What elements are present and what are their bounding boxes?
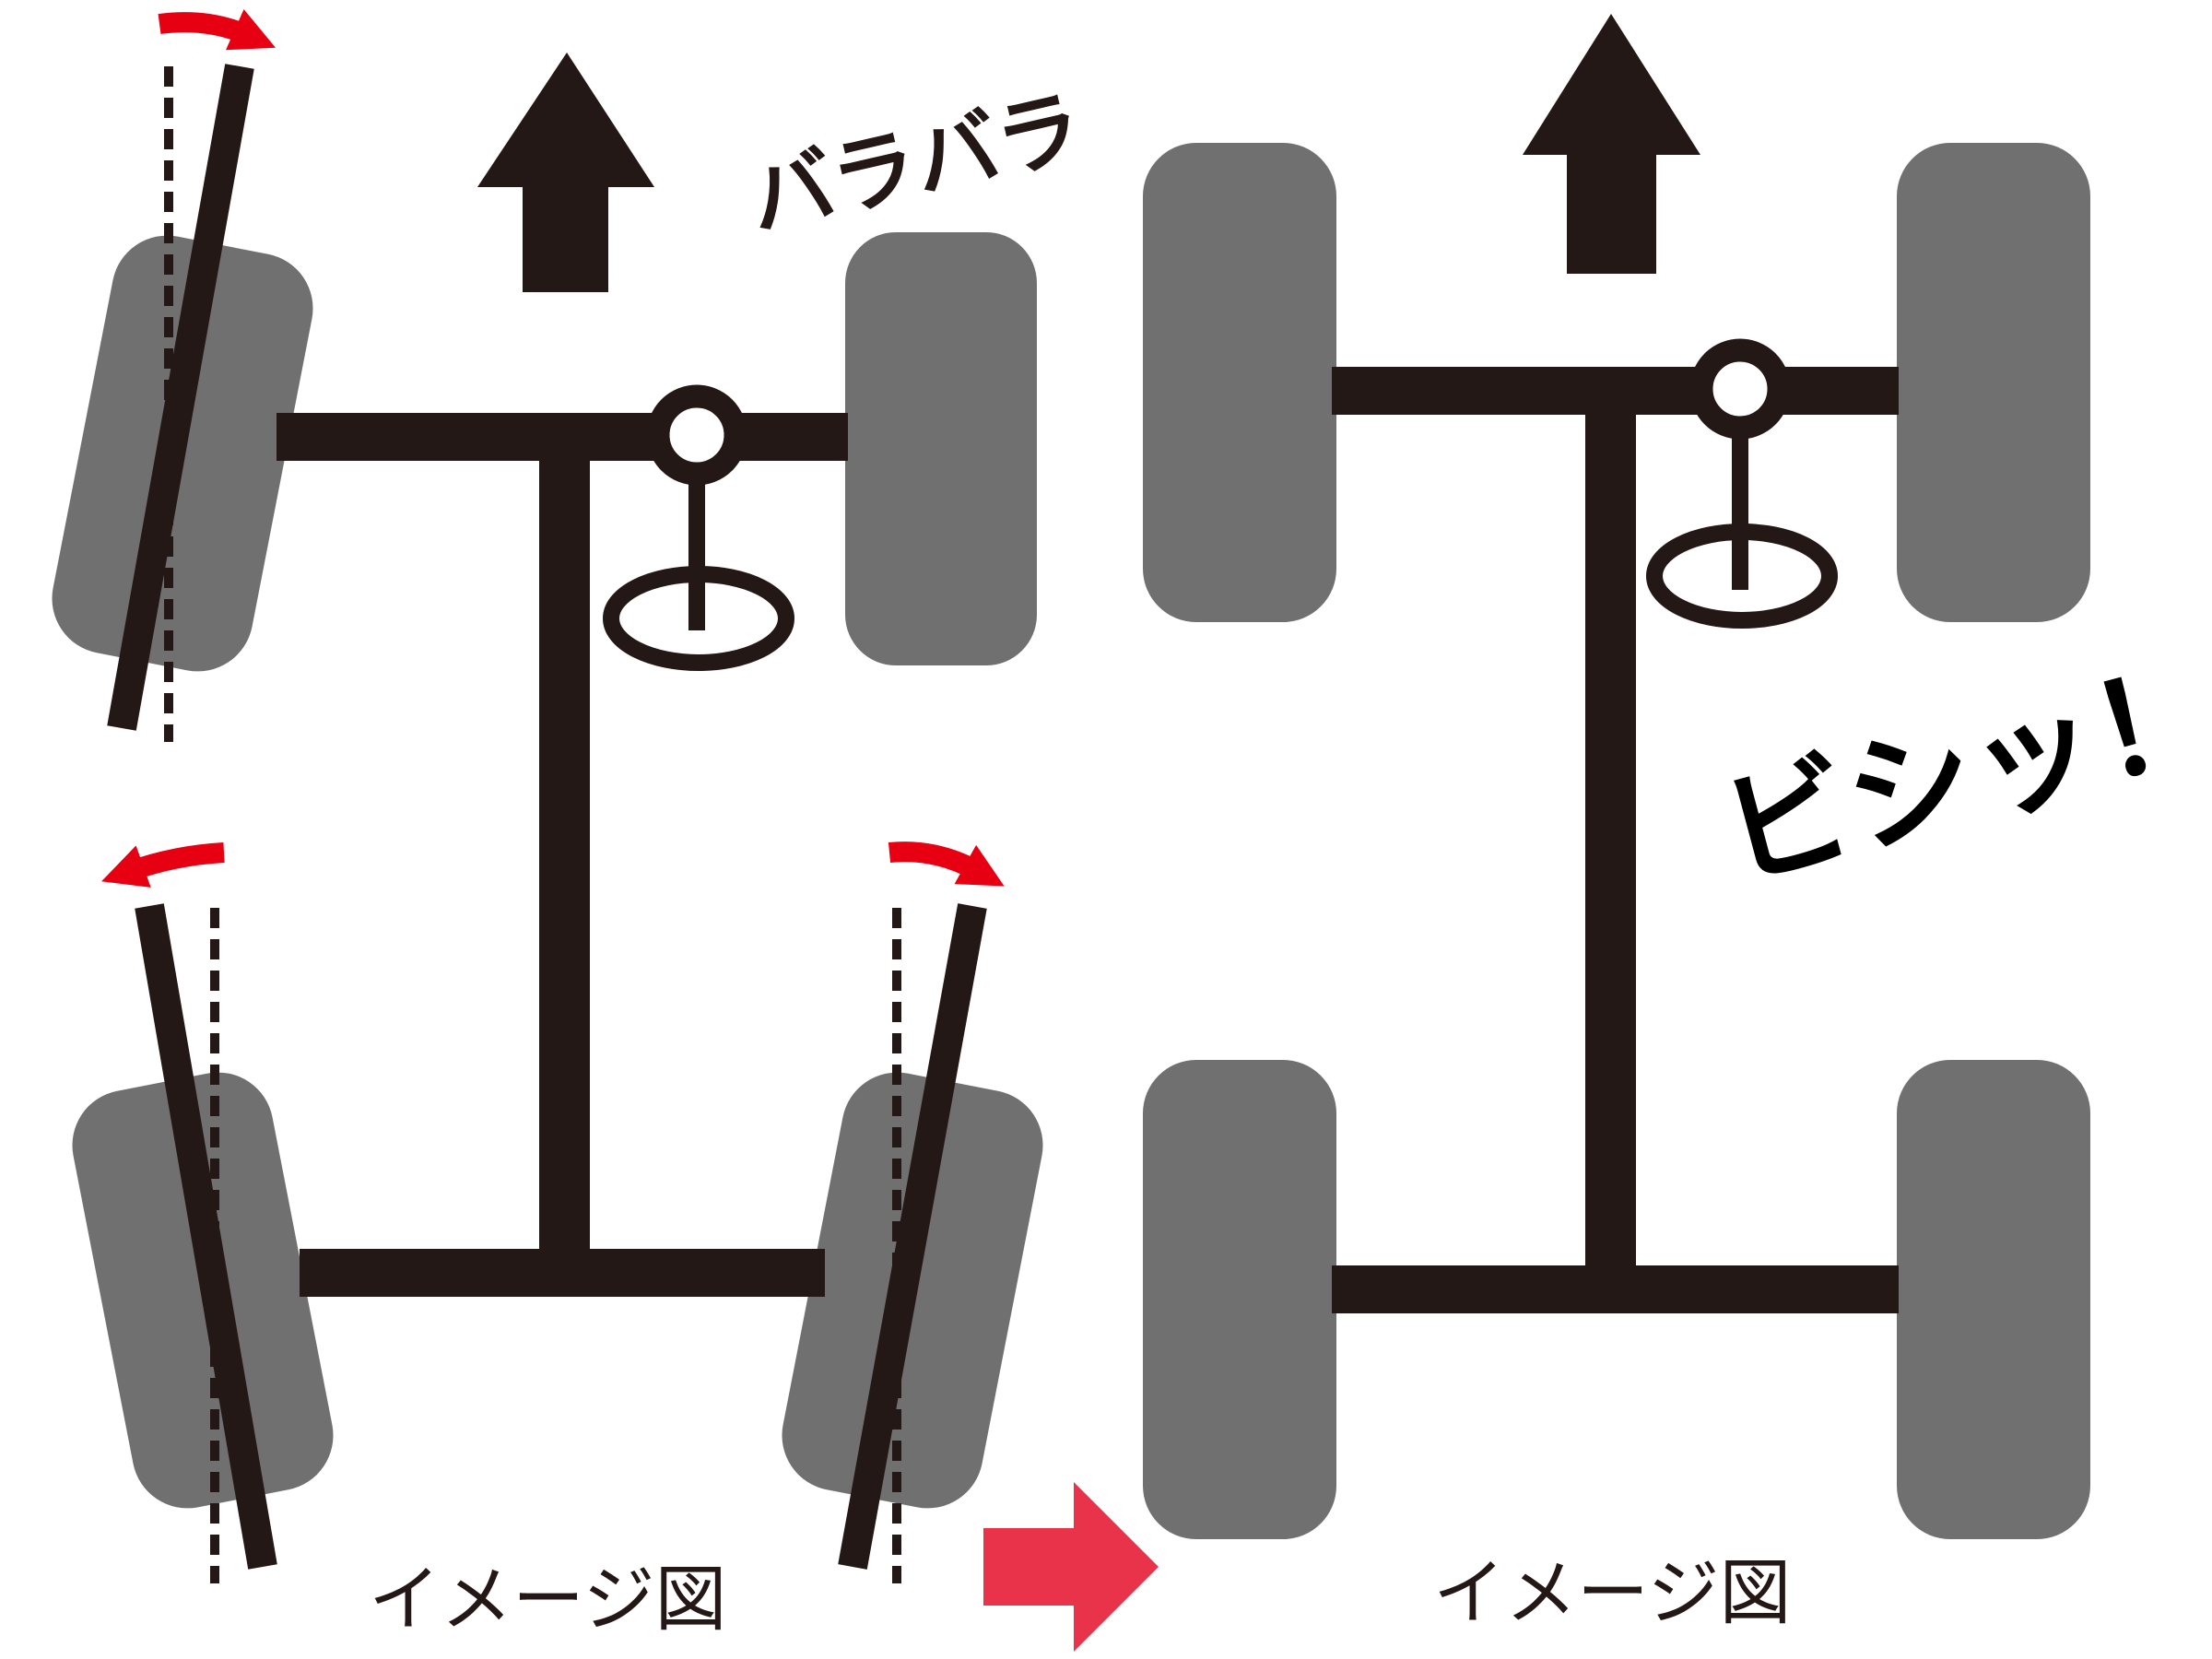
rear-right-tire <box>1897 1060 2090 1539</box>
steering-wheel-icon <box>1646 338 1838 629</box>
left-shout-text: バラバラ <box>739 77 1091 250</box>
misaligned-chassis: バラバラ イメージ図 <box>52 8 1091 1641</box>
center-spine <box>1585 392 1636 1290</box>
steering-wheel-icon <box>603 384 794 671</box>
rear-right-toe-indicator <box>838 841 1005 1583</box>
front-right-tire <box>1897 143 2090 622</box>
rear-left-toe-indicator <box>101 842 277 1583</box>
rear-left-tire <box>1143 1060 1336 1539</box>
front-left-tire <box>1143 143 1336 622</box>
curved-arrow-icon <box>101 842 225 888</box>
aligned-chassis: ビシッ！ イメージ図 <box>1143 14 2212 1635</box>
right-caption: イメージ図 <box>1433 1552 1791 1635</box>
right-shout-text: ビシッ！ <box>1708 634 2212 909</box>
right-arrow-icon <box>983 1482 1159 1652</box>
curved-arrow-icon <box>888 841 1005 887</box>
curved-arrow-icon <box>158 8 276 51</box>
left-caption: イメージ図 <box>369 1559 726 1641</box>
forward-arrow-icon <box>477 53 654 292</box>
front-right-tire <box>845 232 1037 665</box>
forward-arrow-icon <box>1523 14 1700 274</box>
center-spine <box>539 438 590 1272</box>
front-left-toe-indicator <box>107 8 276 742</box>
